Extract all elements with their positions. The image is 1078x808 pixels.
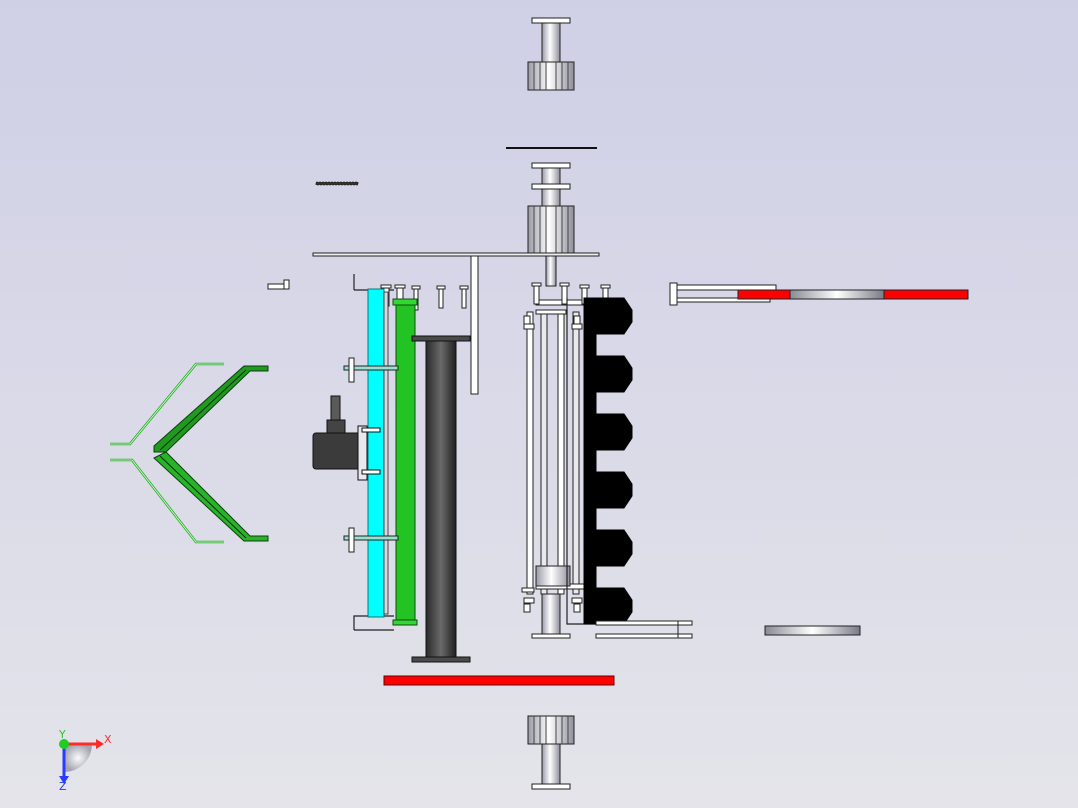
pillar-body xyxy=(425,340,457,658)
small-strip xyxy=(315,181,359,186)
arm-end-bolt xyxy=(669,282,678,306)
cyan-plate[interactable] xyxy=(367,288,385,618)
arm-red-left xyxy=(737,289,791,300)
right-arm[interactable] xyxy=(669,282,969,306)
y-axis-label: Y xyxy=(58,728,66,741)
cage-rod-4 xyxy=(572,311,580,595)
x-arrow-head xyxy=(96,739,104,749)
cyan-plate-back xyxy=(383,291,389,615)
bottom-shaft xyxy=(541,743,561,785)
motor-mount-bolt-1 xyxy=(361,427,381,433)
top-gear-teeth-lines xyxy=(533,62,569,90)
axis-triad[interactable]: X Y Z xyxy=(58,728,112,793)
bottom-gear xyxy=(527,715,575,745)
middle-gear-shaft[interactable] xyxy=(527,162,575,287)
triad-quarter-sphere xyxy=(64,744,92,772)
motor-body xyxy=(312,432,366,470)
cage-rod-2 xyxy=(540,311,548,595)
top-gear-shaft[interactable] xyxy=(527,17,575,91)
gear-motor[interactable] xyxy=(312,395,381,481)
pillar-top-flange xyxy=(411,335,471,342)
red-base-bar xyxy=(383,675,615,686)
arm-bracket xyxy=(675,284,777,291)
arm-steel-middle xyxy=(789,289,885,300)
cage-bottom-flange xyxy=(531,633,571,639)
loose-steel-bar[interactable] xyxy=(764,625,861,636)
cage-rod-1 xyxy=(526,311,534,595)
x-axis-label: X xyxy=(104,733,112,746)
top-shaft xyxy=(541,22,561,64)
arm-red-right xyxy=(883,289,969,300)
motor-coupling xyxy=(326,419,346,435)
top-flange xyxy=(531,17,571,24)
green-plate-foot xyxy=(392,619,418,626)
cage-top-plate xyxy=(535,299,585,306)
mid-gear xyxy=(527,205,575,255)
bottom-flange xyxy=(531,783,571,790)
cage-bottom-plate-2 xyxy=(521,587,535,593)
mid-gear-teeth-lines xyxy=(533,206,569,254)
black-toothed-roller[interactable] xyxy=(583,297,633,625)
mid-flange xyxy=(531,162,571,169)
cage-rod-3 xyxy=(557,311,565,595)
top-cover-plate xyxy=(312,252,600,257)
green-plate-cap xyxy=(392,298,418,306)
mid-collar xyxy=(531,183,571,190)
bottom-plates xyxy=(595,620,693,639)
v-guide-inner[interactable] xyxy=(153,365,269,542)
main-pillar[interactable] xyxy=(411,335,471,663)
pillar-bottom-flange xyxy=(411,656,471,663)
cage-bottom-shaft xyxy=(541,593,561,637)
bottom-gear-shaft[interactable] xyxy=(527,715,575,790)
cage-top-plate-2 xyxy=(535,309,567,315)
motor-mount-bolt-2 xyxy=(361,469,381,475)
v-guide-outer[interactable] xyxy=(110,362,224,544)
motor-flange xyxy=(357,425,368,481)
cross-bolts xyxy=(343,357,399,553)
y-axis-dot xyxy=(59,739,69,749)
mid-shaft-lower xyxy=(545,255,557,287)
roller-cage[interactable] xyxy=(521,299,585,639)
z-arrow-head xyxy=(59,776,69,784)
small-bracket xyxy=(267,279,290,290)
z-axis-label: Z xyxy=(59,780,67,793)
vertical-rod xyxy=(470,255,479,395)
top-gear xyxy=(527,61,575,91)
green-plate[interactable] xyxy=(395,299,416,625)
cage-bolts xyxy=(523,282,611,613)
cage-bottom-gear xyxy=(535,565,571,587)
bottom-gear-teeth-lines xyxy=(533,716,569,744)
